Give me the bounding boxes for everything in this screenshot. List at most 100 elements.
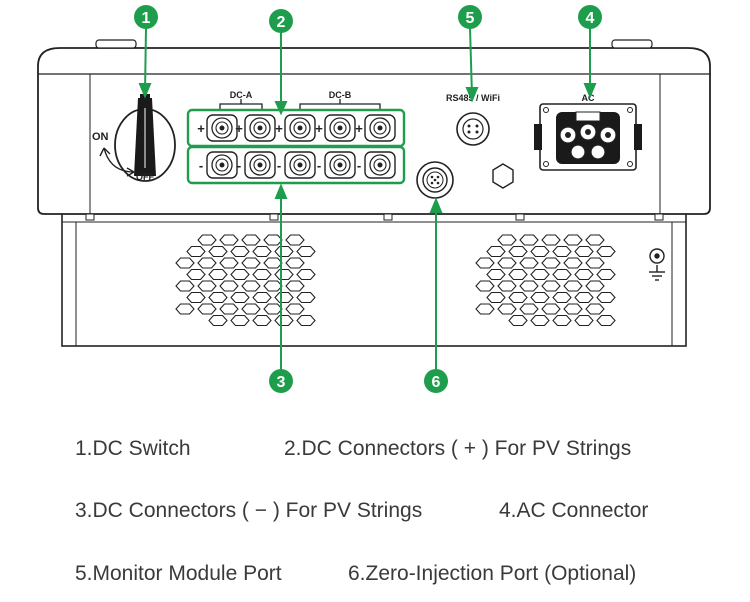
vent-hole: [596, 291, 616, 304]
callout-leaders: [138, 27, 597, 370]
vent-hole: [285, 280, 305, 292]
legend-item-4: 4.AC Connector: [499, 499, 649, 522]
ac-label: AC: [582, 93, 595, 103]
vent-hole: [563, 257, 583, 269]
vent-hole: [285, 303, 305, 315]
vent-hole: [263, 257, 283, 269]
svg-text:2: 2: [277, 14, 286, 31]
vent-hole: [574, 291, 594, 304]
dc-plus-connector-5[interactable]: +: [355, 114, 396, 142]
vent-hole: [296, 268, 316, 281]
legend-item-2: 2.DC Connectors ( + ) For PV Strings: [284, 437, 632, 460]
vent-hole: [230, 314, 250, 327]
dc-minus-connector-group-highlight: [186, 145, 406, 185]
callout-4: 4: [578, 5, 602, 29]
vent-hole: [186, 245, 206, 258]
vent-hole: [574, 314, 594, 327]
vent-hole: [519, 234, 539, 246]
vent-hole: [252, 268, 272, 281]
vent-hole: [175, 257, 195, 269]
vent-hole: [274, 314, 294, 327]
vent-hole: [208, 268, 228, 281]
vent-hole: [219, 303, 239, 315]
vent-hole: [563, 280, 583, 292]
dc-minus-connector-4[interactable]: -: [317, 151, 356, 179]
vent-hole: [296, 291, 316, 304]
vent-hole: [541, 257, 561, 269]
vent-hole: [563, 234, 583, 246]
dc-plus-connector-4[interactable]: +: [315, 114, 356, 142]
vent-hole: [263, 234, 283, 246]
vent-hole: [296, 314, 316, 327]
vent-hole: [552, 268, 572, 281]
vent-hole: [530, 268, 550, 281]
vent-hole: [508, 291, 528, 304]
callout-3: 3: [269, 369, 293, 393]
zero-injection-port[interactable]: [416, 161, 454, 199]
vent-hole: [274, 268, 294, 281]
vent-hole: [208, 314, 228, 327]
callout-1: 1: [134, 5, 158, 29]
svg-text:1: 1: [142, 10, 151, 27]
vent-hole: [274, 291, 294, 304]
dc-plus-connector-2[interactable]: +: [235, 114, 276, 142]
dc-plus-sign: +: [197, 121, 205, 136]
dc-minus-sign: -: [277, 158, 281, 173]
callout-6: 6: [424, 369, 448, 393]
vent-hole: [486, 245, 506, 258]
switch-on-label: ON: [92, 131, 109, 143]
dc-plus-connector-1[interactable]: +: [197, 114, 238, 142]
vent-hole: [241, 234, 261, 246]
vent-hole: [563, 303, 583, 315]
dc-plus-connector-3[interactable]: +: [275, 114, 316, 142]
dc-minus-sign: -: [199, 158, 203, 173]
callout-5: 5: [458, 5, 482, 29]
vent-hole: [197, 303, 217, 315]
vent-hole: [241, 257, 261, 269]
vent-hole: [574, 268, 594, 281]
vent-hole: [508, 245, 528, 258]
legend-item-5: 5.Monitor Module Port: [75, 562, 282, 585]
dc-minus-connector-1[interactable]: -: [199, 151, 238, 179]
svg-text:3: 3: [277, 374, 286, 391]
vent-hole: [574, 245, 594, 258]
dc-minus-sign: -: [237, 158, 241, 173]
vent-hole: [285, 257, 305, 269]
vent-hole: [519, 280, 539, 292]
vent-hole: [475, 303, 495, 315]
dc-plus-sign: +: [355, 121, 363, 136]
vent-hole: [596, 314, 616, 327]
dc-minus-connector-2[interactable]: -: [237, 151, 276, 179]
dc-b-label: DC-B: [329, 90, 352, 100]
dc-a-label: DC-A: [230, 90, 253, 100]
vent-hole: [197, 257, 217, 269]
vent-hole: [475, 280, 495, 292]
dc-minus-connector-3[interactable]: -: [277, 151, 316, 179]
svg-text:5: 5: [466, 10, 475, 27]
vent-hole: [230, 245, 250, 258]
vent-hole: [230, 291, 250, 304]
dc-group-brackets: [219, 99, 381, 110]
legend-item-1: 1.DC Switch: [75, 437, 191, 460]
vent-hole: [285, 234, 305, 246]
vent-hole: [530, 314, 550, 327]
dc-minus-connector-5[interactable]: -: [357, 151, 396, 179]
dc-plus-sign: +: [235, 121, 243, 136]
legend-item-6: 6.Zero-Injection Port (Optional): [348, 562, 637, 585]
vent-hole: [519, 303, 539, 315]
dc-plus-sign: +: [275, 121, 283, 136]
vent-hole: [230, 268, 250, 281]
vent-hole: [541, 280, 561, 292]
vent-hole: [274, 245, 294, 258]
vent-hole: [252, 291, 272, 304]
ac-connector[interactable]: [534, 103, 642, 171]
inverter-bottom-view-diagram: ON OFF DC-A DC-B +++++ ----- RS485 / WiF…: [37, 5, 711, 393]
vent-hole: [219, 257, 239, 269]
vent-hole: [552, 245, 572, 258]
vent-hole: [508, 314, 528, 327]
vent-hole: [585, 234, 605, 246]
dc-minus-sign: -: [317, 158, 321, 173]
monitor-module-port[interactable]: [456, 112, 490, 146]
vent-hole: [497, 257, 517, 269]
inverter-lower-chassis: [61, 209, 687, 347]
